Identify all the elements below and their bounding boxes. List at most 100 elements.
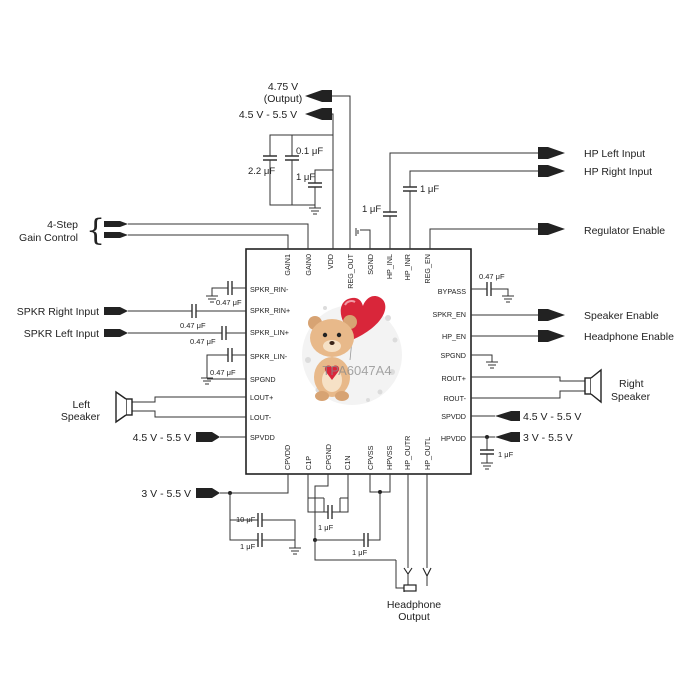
cap-1u-inl-label: 1 μF bbox=[362, 204, 381, 215]
cpvdd-supply-label: 3 V - 5.5 V bbox=[141, 488, 191, 500]
output-voltage-sublabel: (Output) bbox=[264, 93, 303, 105]
cap-cpvdd-1u-label: 1 μF bbox=[240, 542, 256, 551]
headphone-enable: Headphone Enable bbox=[471, 330, 674, 343]
cap-lin-minus-label: 0.47 μF bbox=[210, 368, 236, 377]
rin-minus-network: 0.47 μF bbox=[206, 281, 246, 307]
right-speaker-label-1: Right bbox=[619, 378, 644, 390]
right-speaker: Right Speaker bbox=[471, 368, 651, 404]
gain-control-label-2: Gain Control bbox=[19, 232, 78, 244]
regulator-enable-label: Regulator Enable bbox=[584, 225, 665, 237]
regulator-enable: Regulator Enable bbox=[429, 223, 665, 249]
cap-cpvss-label: 1 μF bbox=[352, 548, 368, 557]
pin-hp-en: HP_EN bbox=[442, 332, 466, 341]
ic-pins-right: BYPASS SPKR_EN HP_EN SPGND ROUT+ ROUT- S… bbox=[432, 287, 466, 443]
ic-pins-bottom: CPVDD C1P CPGND C1N CPVSS HPVSS HP_OUTR … bbox=[283, 436, 432, 470]
left-speaker-label-2: Speaker bbox=[61, 411, 101, 423]
headphone-output-label-1: Headphone bbox=[387, 599, 441, 611]
right-speaker-label-2: Speaker bbox=[611, 391, 651, 403]
cpvdd-supply: 3 V - 5.5 V 10 μF 1 μF bbox=[141, 474, 301, 555]
pin-hp-outl: HP_OUTL bbox=[423, 437, 432, 470]
pin-hpvss: HPVSS bbox=[385, 445, 394, 470]
cap-hpvdd-label: 1 μF bbox=[498, 450, 514, 459]
speaker-enable-label: Speaker Enable bbox=[584, 310, 659, 322]
speaker-enable: Speaker Enable bbox=[471, 309, 659, 322]
left-speaker-label-1: Left bbox=[72, 399, 90, 411]
pin-gain1: GAIN1 bbox=[283, 254, 292, 276]
hpvdd-supply: 3 V - 5.5 V 1 μF bbox=[471, 432, 573, 470]
spvdd-right-supply-label: 4.5 V - 5.5 V bbox=[523, 411, 581, 423]
reg-out-connector: 4.75 V (Output) bbox=[264, 81, 351, 249]
hp-left-input: HP Left Input 1 μF bbox=[362, 147, 645, 249]
hpvdd-supply-label: 3 V - 5.5 V bbox=[523, 432, 573, 444]
cpvss-network: 1 μF bbox=[314, 474, 396, 561]
cap-1u-inr-label: 1 μF bbox=[420, 184, 439, 195]
gain-control: { 4-Step Gain Control bbox=[19, 213, 309, 249]
pin-vdd: VDD bbox=[326, 254, 335, 269]
pin-cpgnd: CPGND bbox=[324, 444, 333, 470]
cap-cpvdd-10u-label: 10 μF bbox=[236, 515, 256, 524]
flying-cap: 1 μF bbox=[307, 474, 349, 532]
spkr-left-input-label: SPKR Left Input bbox=[24, 328, 99, 340]
pin-reg-en: REG_EN bbox=[423, 254, 432, 284]
lin-minus-network: 0.47 μF bbox=[201, 348, 246, 385]
pin-spkr-lin-minus: SPKR_LIN- bbox=[250, 352, 288, 361]
hp-left-input-label: HP Left Input bbox=[584, 148, 645, 160]
pin-spvdd-left: SPVDD bbox=[250, 433, 275, 442]
headphone-output-label-2: Output bbox=[398, 611, 430, 623]
cap-2u2-label: 2.2 μF bbox=[248, 166, 275, 177]
pin-lout-minus: LOUT- bbox=[250, 413, 272, 422]
pin-bypass: BYPASS bbox=[438, 287, 466, 296]
spvdd-right-supply: 4.5 V - 5.5 V bbox=[471, 411, 581, 423]
pin-rout-plus: ROUT+ bbox=[441, 374, 466, 383]
pin-spkr-en: SPKR_EN bbox=[432, 310, 466, 319]
hp-right-input: HP Right Input 1 μF bbox=[403, 165, 652, 249]
ic-pins-left: SPKR_RIN- SPKR_RIN+ SPKR_LIN+ SPKR_LIN- … bbox=[250, 285, 290, 442]
pin-c1p: C1P bbox=[304, 456, 313, 470]
spkr-left-input: SPKR Left Input 0.47 μF bbox=[24, 326, 246, 346]
output-voltage-label: 4.75 V bbox=[268, 81, 298, 93]
spvdd-left-supply-label: 4.5 V - 5.5 V bbox=[133, 432, 191, 444]
svg-text:{: { bbox=[86, 213, 105, 248]
pin-spgnd-left: SPGND bbox=[250, 375, 276, 384]
pin-hpvdd: HPVDD bbox=[441, 434, 466, 443]
cap-rin-minus-label: 0.47 μF bbox=[216, 298, 242, 307]
left-speaker: Left Speaker bbox=[61, 390, 246, 424]
pin-reg-out: REG_OUT bbox=[346, 253, 355, 288]
cap-rin-plus-label: 0.47 μF bbox=[180, 321, 206, 330]
pin-hp-inr: HP_INR bbox=[403, 254, 412, 280]
cap-0u1-label: 0.1 μF bbox=[296, 146, 323, 157]
vdd-decoupling: 2.2 μF 0.1 μF 1 μF bbox=[248, 134, 333, 215]
pin-hp-outr: HP_OUTR bbox=[403, 436, 412, 470]
pin-spvdd-right: SPVDD bbox=[441, 412, 466, 421]
cap-1u-vdd-label: 1 μF bbox=[296, 172, 315, 183]
pin-spgnd-right: SPGND bbox=[440, 351, 466, 360]
spvdd-left-supply: 4.5 V - 5.5 V bbox=[133, 432, 246, 444]
pin-cpvss: CPVSS bbox=[366, 445, 375, 470]
pin-spkr-lin-plus: SPKR_LIN+ bbox=[250, 328, 289, 337]
bypass-network: 0.47 μF bbox=[471, 272, 514, 303]
spkr-right-input: SPKR Right Input 0.47 μF bbox=[17, 304, 246, 330]
gain-control-label-1: 4-Step bbox=[47, 219, 78, 231]
vdd-supply-label: 4.5 V - 5.5 V bbox=[239, 109, 297, 121]
cap-bypass-label: 0.47 μF bbox=[479, 272, 505, 281]
pin-spkr-rin-minus: SPKR_RIN- bbox=[250, 285, 289, 294]
headphone-enable-label: Headphone Enable bbox=[584, 331, 674, 343]
cap-flying-label: 1 μF bbox=[318, 523, 334, 532]
spkr-right-input-label: SPKR Right Input bbox=[17, 306, 99, 318]
ic-pins-top: GAIN1 GAIN0 VDD REG_OUT SGND HP_INL HP_I… bbox=[283, 253, 432, 288]
watermark-logo: TPA6047A4 bbox=[302, 295, 402, 405]
cap-lin-plus-label: 0.47 μF bbox=[190, 337, 216, 346]
pin-cpvdd: CPVDD bbox=[283, 445, 292, 470]
pin-c1n: C1N bbox=[343, 456, 352, 470]
pin-gain0: GAIN0 bbox=[304, 254, 313, 276]
hp-right-input-label: HP Right Input bbox=[584, 166, 652, 178]
part-number: TPA6047A4 bbox=[322, 363, 391, 378]
pin-sgnd: SGND bbox=[366, 254, 375, 275]
pin-spkr-rin-plus: SPKR_RIN+ bbox=[250, 306, 290, 315]
pin-lout-plus: LOUT+ bbox=[250, 393, 273, 402]
headphone-output: Headphone Output bbox=[387, 474, 441, 623]
pin-rout-minus: ROUT- bbox=[444, 394, 467, 403]
pin-hp-inl: HP_INL bbox=[385, 254, 394, 279]
vdd-supply-connector: 4.5 V - 5.5 V bbox=[239, 108, 334, 249]
